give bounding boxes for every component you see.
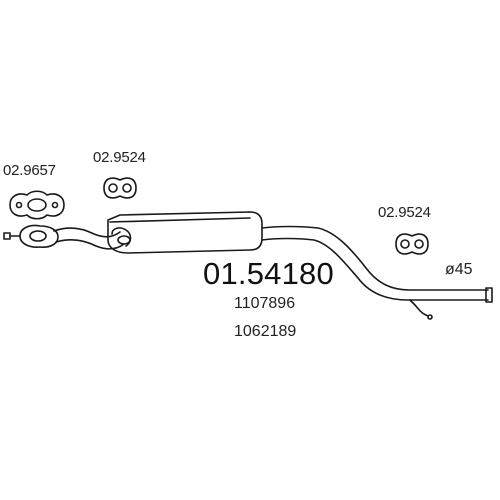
rubber-hanger-icon [103, 177, 137, 199]
oe-number: 1062189 [234, 323, 297, 340]
hanger-front-part-ref: 02.9524 [93, 149, 146, 166]
gasket-part-ref: 02.9657 [3, 162, 56, 179]
inlet-flange-icon [19, 224, 59, 248]
exhaust-middle-pipe-silencer [3, 211, 493, 320]
hanger-rear-part-ref: 02.9524 [378, 204, 431, 221]
gasket-icon [9, 190, 65, 220]
rubber-hanger-icon [395, 233, 429, 255]
oe-number: 1107896 [234, 295, 296, 312]
main-part-number: 01.54180 [203, 256, 334, 291]
pipe-diameter-label: ø45 [445, 261, 473, 278]
